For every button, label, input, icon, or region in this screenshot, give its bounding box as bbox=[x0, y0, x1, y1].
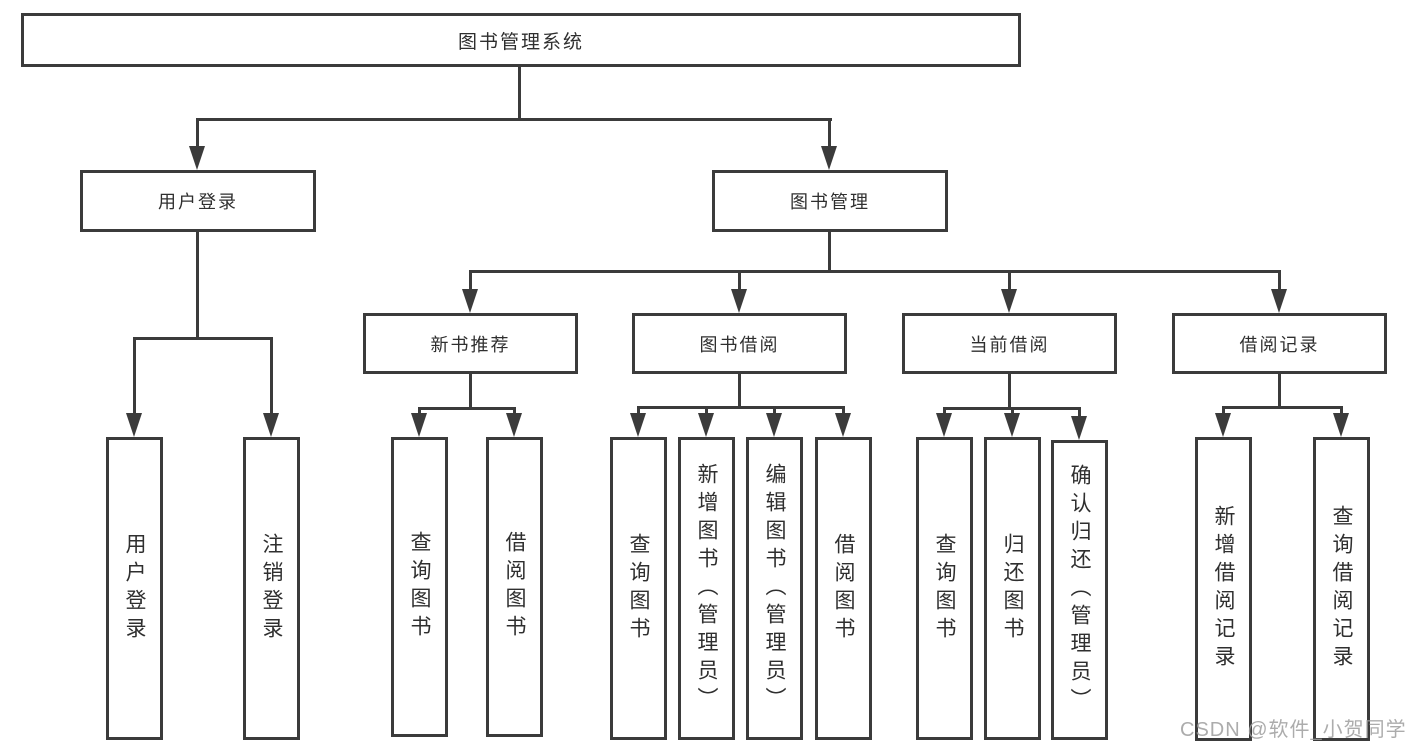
connector bbox=[828, 118, 831, 148]
connector bbox=[469, 270, 1281, 273]
leaf-return-books: 归还图书 bbox=[984, 437, 1041, 740]
leaf-confirm-return-admin: 确认归还（管理员） bbox=[1051, 440, 1108, 740]
connector bbox=[418, 407, 421, 413]
connector bbox=[1008, 374, 1011, 407]
connector bbox=[738, 374, 741, 406]
connector bbox=[469, 374, 472, 407]
connector bbox=[270, 337, 273, 413]
node-book-borrowing: 图书借阅 bbox=[632, 313, 847, 374]
connector bbox=[133, 337, 273, 340]
node-new-book-recommendation: 新书推荐 bbox=[363, 313, 578, 374]
leaf-logout: 注销登录 bbox=[243, 437, 300, 740]
connector bbox=[1278, 270, 1281, 289]
arrowhead-down-icon bbox=[821, 146, 837, 170]
connector bbox=[133, 337, 136, 413]
connector bbox=[738, 270, 741, 289]
leaf-recommend-borrow-books: 借阅图书 bbox=[486, 437, 543, 737]
connector bbox=[705, 406, 708, 413]
arrowhead-down-icon bbox=[1271, 289, 1287, 313]
connector bbox=[196, 232, 199, 337]
csdn-watermark: CSDN @软件_小贺同学 bbox=[1180, 719, 1405, 741]
leaf-edit-book-admin: 编辑图书（管理员） bbox=[746, 437, 803, 740]
connector bbox=[773, 406, 776, 413]
arrowhead-down-icon bbox=[1333, 413, 1349, 437]
leaf-borrowing-query-books: 查询图书 bbox=[610, 437, 667, 740]
arrowhead-down-icon bbox=[189, 146, 205, 170]
connector bbox=[196, 118, 832, 121]
leaf-add-borrow-record: 新增借阅记录 bbox=[1195, 437, 1252, 741]
node-library-system: 图书管理系统 bbox=[21, 13, 1021, 67]
arrowhead-down-icon bbox=[1215, 413, 1231, 437]
arrowhead-down-icon bbox=[698, 413, 714, 437]
connector bbox=[1278, 374, 1281, 406]
leaf-current-query-books: 查询图书 bbox=[916, 437, 973, 740]
connector bbox=[196, 118, 199, 148]
connector bbox=[513, 407, 516, 413]
arrowhead-down-icon bbox=[506, 413, 522, 437]
connector bbox=[828, 232, 831, 270]
leaf-add-book-admin: 新增图书（管理员） bbox=[678, 437, 735, 740]
connector bbox=[1011, 407, 1014, 413]
arrowhead-down-icon bbox=[766, 413, 782, 437]
connector bbox=[518, 67, 521, 120]
leaf-user-login: 用户登录 bbox=[106, 437, 163, 740]
connector bbox=[418, 407, 516, 410]
connector bbox=[1078, 407, 1081, 416]
arrowhead-down-icon bbox=[1071, 416, 1087, 440]
connector bbox=[1008, 270, 1011, 289]
arrowhead-down-icon bbox=[462, 289, 478, 313]
leaf-query-borrow-record: 查询借阅记录 bbox=[1313, 437, 1370, 741]
arrowhead-down-icon bbox=[263, 413, 279, 437]
arrowhead-down-icon bbox=[936, 413, 952, 437]
arrowhead-down-icon bbox=[126, 413, 142, 437]
node-book-management: 图书管理 bbox=[712, 170, 948, 232]
arrowhead-down-icon bbox=[630, 413, 646, 437]
arrowhead-down-icon bbox=[731, 289, 747, 313]
connector bbox=[1340, 406, 1343, 413]
connector bbox=[637, 406, 845, 409]
node-user-login: 用户登录 bbox=[80, 170, 316, 232]
leaf-recommend-query-books: 查询图书 bbox=[391, 437, 448, 737]
arrowhead-down-icon bbox=[835, 413, 851, 437]
connector bbox=[1222, 406, 1343, 409]
connector bbox=[637, 406, 640, 413]
leaf-borrowing-borrow-books: 借阅图书 bbox=[815, 437, 872, 740]
node-borrowing-records: 借阅记录 bbox=[1172, 313, 1387, 374]
connector bbox=[469, 270, 472, 289]
connector bbox=[1222, 406, 1225, 413]
connector bbox=[943, 407, 946, 413]
arrowhead-down-icon bbox=[1004, 413, 1020, 437]
arrowhead-down-icon bbox=[1001, 289, 1017, 313]
arrowhead-down-icon bbox=[411, 413, 427, 437]
node-current-borrowing: 当前借阅 bbox=[902, 313, 1117, 374]
connector bbox=[842, 406, 845, 413]
